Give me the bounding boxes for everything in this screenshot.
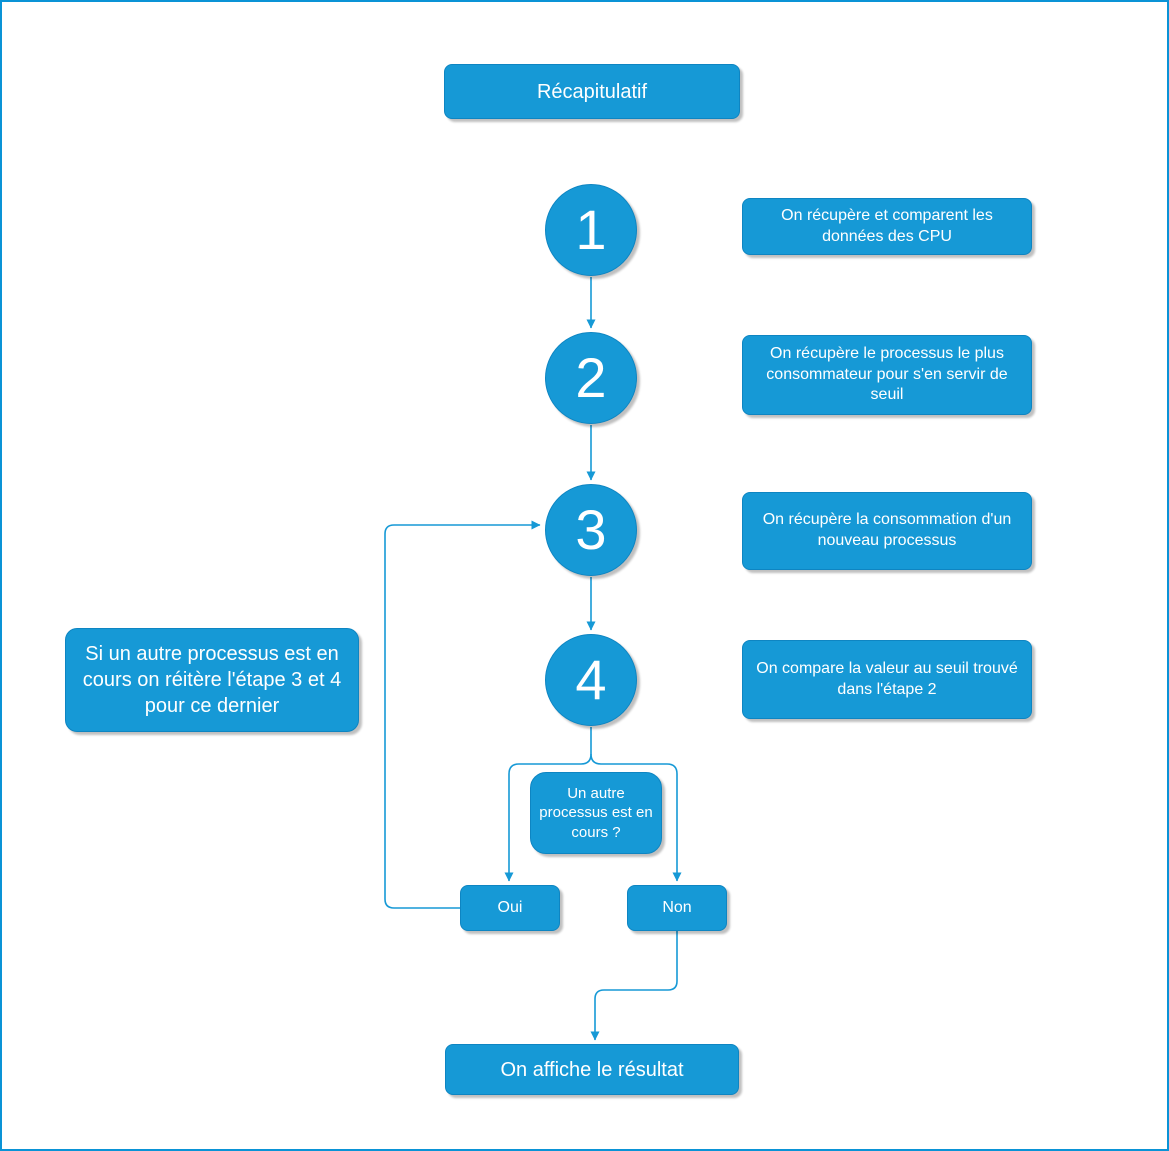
step-2-description-box: On récupère le processus le plus consomm… <box>742 335 1032 415</box>
decision-question-box: Un autre processus est en cours ? <box>530 772 662 854</box>
step-3-description-box: On récupère la consommation d'un nouveau… <box>742 492 1032 570</box>
arrow-no-to-result <box>590 931 678 1041</box>
arrow-yes-loop-to-step3 <box>384 520 541 909</box>
arrow-branch-to-yes <box>504 753 592 882</box>
step-4-description-box: On compare la valeur au seuil trouvé dan… <box>742 640 1032 719</box>
decision-yes-box: Oui <box>460 885 560 931</box>
title-box: Récapitulatif <box>444 64 740 119</box>
step-4-circle: 4 <box>545 634 637 726</box>
step-1-circle: 1 <box>545 184 637 276</box>
loop-note-box: Si un autre processus est en cours on ré… <box>65 628 359 732</box>
decision-no-box: Non <box>627 885 727 931</box>
step-3-circle: 3 <box>545 484 637 576</box>
step-2-circle: 2 <box>545 332 637 424</box>
result-box: On affiche le résultat <box>445 1044 739 1095</box>
step-1-description-box: On récupère et comparent les données des… <box>742 198 1032 255</box>
arrow-branch-to-no <box>590 753 682 882</box>
